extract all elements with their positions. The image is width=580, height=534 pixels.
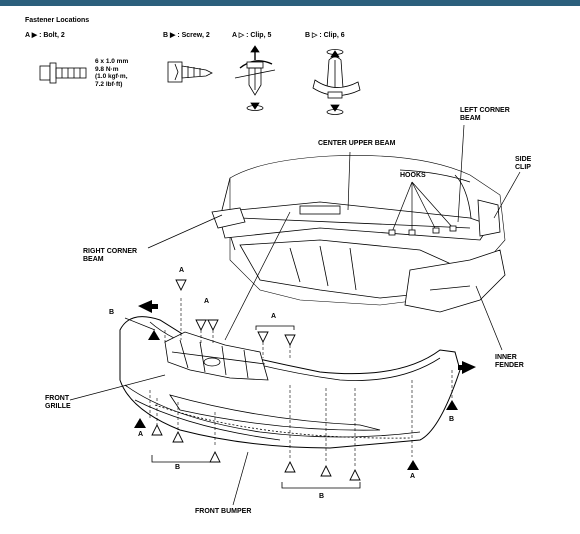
label-left-corner-beam: LEFT CORNER BEAM xyxy=(460,107,510,122)
fastener-label-screw: B ▶ : Screw, 2 xyxy=(163,32,210,39)
marker-a: A xyxy=(204,298,210,305)
label-hooks: HOOKS xyxy=(400,172,426,179)
marker-a: A xyxy=(138,431,144,438)
marker-b: B xyxy=(175,464,181,471)
label-center-upper-beam: CENTER UPPER BEAM xyxy=(318,140,396,147)
fastener-label-clip-b: B ▷ : Clip, 6 xyxy=(305,32,345,39)
screw-icon xyxy=(167,61,213,83)
label-front-bumper: FRONT BUMPER xyxy=(195,508,252,515)
clip-b-icon xyxy=(312,49,361,115)
bolt-icon xyxy=(39,62,87,84)
fastener-locations-title: Fastener Locations xyxy=(25,17,90,24)
fastener-label-bolt: A ▶ : Bolt, 2 xyxy=(25,32,65,39)
label-right-corner-beam: RIGHT CORNER BEAM xyxy=(83,248,138,263)
clip-a-icon xyxy=(234,45,276,111)
label-front-grille: FRONT GRILLE xyxy=(45,395,71,410)
fastener-label-clip-a: A ▷ : Clip, 5 xyxy=(232,32,272,39)
header-bar xyxy=(0,0,580,6)
marker-a: A xyxy=(179,267,185,274)
marker-a: A xyxy=(410,473,416,480)
label-inner-fender: INNER FENDER xyxy=(495,354,524,369)
label-side-clip: SIDE CLIP xyxy=(515,156,532,171)
marker-b: B xyxy=(449,416,455,423)
marker-b: B xyxy=(319,493,325,500)
marker-b: B xyxy=(109,309,115,316)
bolt-torque-spec: 6 x 1.0 mm 9.8 N·m (1.0 kgf·m, 7.2 lbf·f… xyxy=(95,58,129,88)
marker-a: A xyxy=(271,313,277,320)
